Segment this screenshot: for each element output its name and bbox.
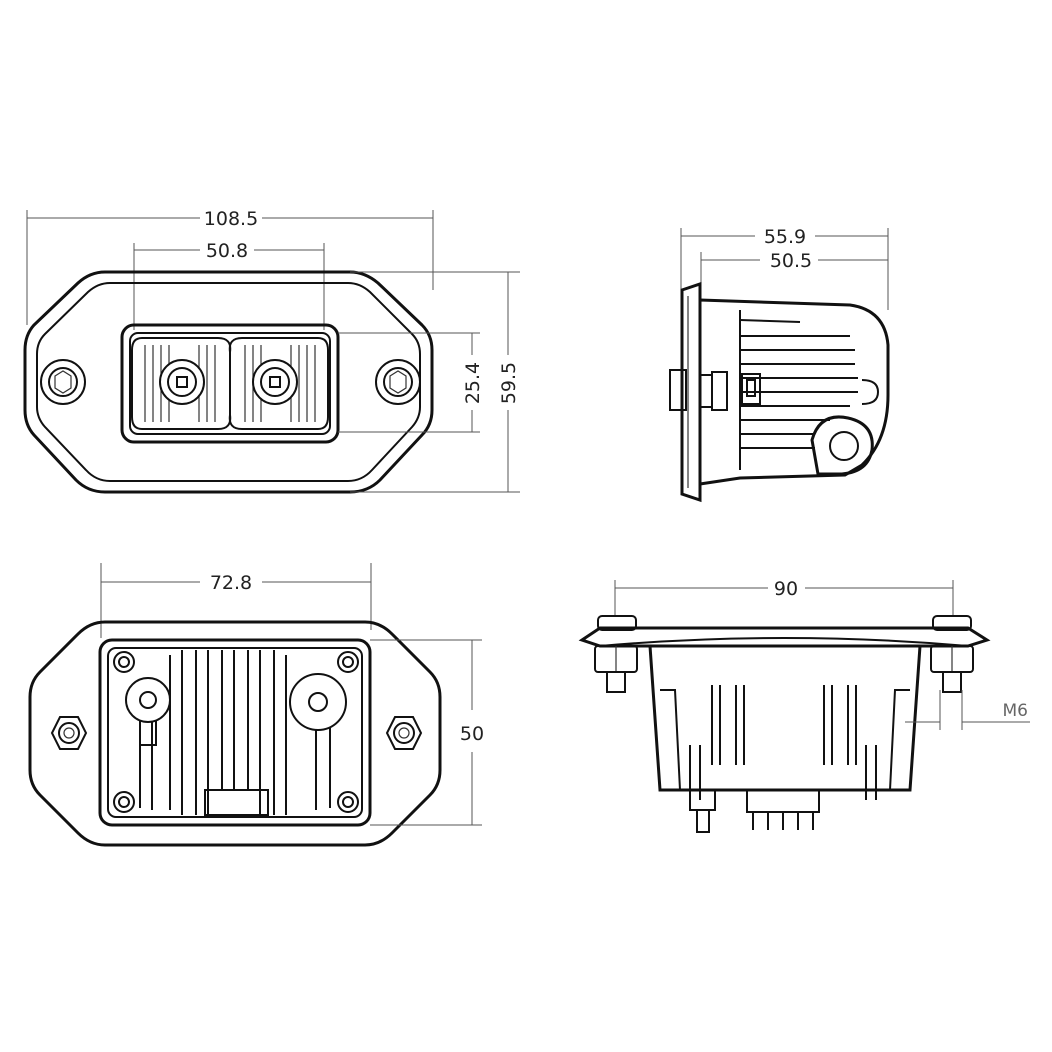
dim-led-spacing: 50.8 xyxy=(133,240,325,330)
dim-body-depth: 50.5 xyxy=(700,250,888,300)
dim-label-108-5: 108.5 xyxy=(204,208,258,230)
dim-thread: M6 xyxy=(905,690,1030,730)
rear-mount-left xyxy=(50,716,88,750)
led-left xyxy=(159,359,205,405)
dim-label-50-5: 50.5 xyxy=(770,250,812,272)
rear-boss-right xyxy=(289,673,347,731)
front-mount-left xyxy=(40,359,86,405)
dim-housing-width: 72.8 xyxy=(100,563,372,638)
led-right xyxy=(252,359,298,405)
dim-lens-height: 25.4 xyxy=(338,332,484,433)
bottom-view: 90 xyxy=(578,578,1030,833)
stud-left xyxy=(594,615,638,693)
dim-label-50-8: 50.8 xyxy=(206,240,248,262)
stud-right xyxy=(930,615,974,693)
dim-label-90: 90 xyxy=(774,578,798,600)
dim-overall-depth: 55.9 xyxy=(680,226,889,310)
dim-stud-spacing: 90 xyxy=(614,578,954,615)
dim-label-50: 50 xyxy=(460,723,484,745)
dim-label-55-9: 55.9 xyxy=(764,226,806,248)
side-view: 55.9 50.5 xyxy=(669,226,890,503)
dim-label-59-5: 59.5 xyxy=(498,362,520,404)
dim-housing-height: 50 xyxy=(370,639,484,826)
dim-overall-width: 108.5 xyxy=(26,208,434,325)
dim-label-m6: M6 xyxy=(1003,701,1028,721)
dim-overall-height: 59.5 xyxy=(350,271,520,493)
dim-label-25-4: 25.4 xyxy=(462,362,484,404)
front-view: 108.5 50.8 xyxy=(23,208,520,494)
rear-boss-left xyxy=(125,677,171,746)
rear-mount-right xyxy=(385,716,423,750)
dim-label-72-8: 72.8 xyxy=(210,572,252,594)
front-mount-right xyxy=(375,359,421,405)
rear-view: 72.8 xyxy=(28,563,484,847)
